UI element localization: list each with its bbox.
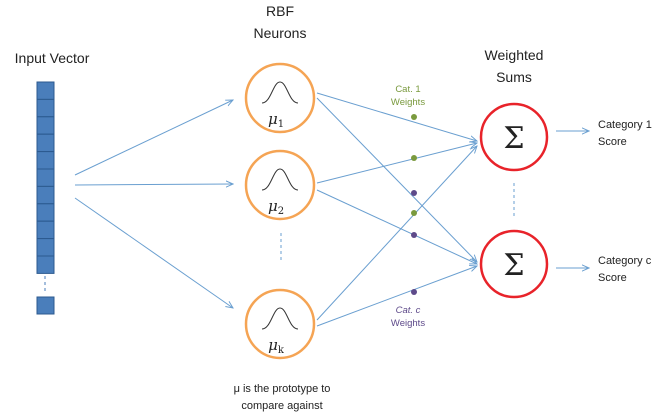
input-to-rbfk-arrow (74, 197, 233, 308)
sum-node-category-c: Σ (479, 229, 549, 299)
gaussian-icon (261, 307, 299, 330)
svg-text:μ2: μ2 (268, 197, 284, 217)
gaussian-icon (261, 81, 299, 104)
input-to-rbf2-arrow (74, 184, 233, 185)
weighted-sums-label-line2: Sums (496, 69, 532, 85)
sum-node-category-1: Σ (479, 102, 549, 172)
rbf-neuron-k: μk (244, 288, 316, 360)
catc-weights-label-line2: Weights (391, 318, 425, 329)
weighted-sums-label-line1: Weighted (485, 47, 544, 63)
input-vector-cell (36, 220, 55, 240)
cat1-weights-label-line1: Cat. 1 (395, 84, 420, 95)
input-vector-cell (36, 133, 55, 153)
rbf-neuron-2: μ2 (244, 149, 316, 221)
input-vector-cell (36, 238, 55, 257)
sigma-symbol: Σ (503, 248, 524, 283)
input-vector-label: Input Vector (15, 50, 90, 66)
input-vector-cell (36, 81, 55, 100)
input-to-rbf1-arrow (74, 100, 233, 176)
input-vector-cell (36, 116, 55, 135)
input-vector-cell (36, 255, 55, 274)
input-vector-cell (36, 168, 55, 187)
rbf-neurons-label-line2: Neurons (254, 25, 307, 41)
input-vector-cell (36, 98, 55, 118)
gaussian-icon (261, 168, 299, 191)
mu2-subscript: 2 (278, 206, 284, 217)
catc-weights-label-line1: Cat. c (396, 305, 421, 316)
category-c-score-line2: Score (598, 272, 627, 284)
muk-symbol: μ (268, 336, 278, 354)
category-c-score-line1: Category c (598, 255, 652, 267)
connections (316, 92, 477, 327)
mu1-subscript: 1 (278, 119, 284, 130)
svg-text:μ1: μ1 (268, 110, 284, 130)
mu2-symbol: μ (268, 197, 278, 215)
input-vector-cell (36, 185, 55, 205)
muk-subscript: k (278, 345, 285, 356)
category-1-score-line2: Score (598, 136, 627, 148)
svg-text:μk: μk (268, 336, 285, 356)
category-1-score-line1: Category 1 (598, 119, 652, 131)
cat1-weight-dots (411, 114, 417, 216)
input-vector-cell (36, 151, 55, 170)
mu1-symbol: μ (268, 110, 278, 128)
input-vector-cell (36, 203, 55, 222)
prototype-note-line1: μ is the prototype to (234, 383, 331, 395)
rbf-neurons-label-line1: RBF (266, 3, 294, 19)
input-vector (36, 81, 55, 274)
cat1-weights-label-line2: Weights (391, 97, 425, 108)
sigma-symbol: Σ (503, 121, 524, 156)
rbf-neuron-1: μ1 (244, 62, 316, 134)
prototype-note-line2: compare against (241, 400, 322, 412)
input-vector-last-cell (36, 296, 55, 315)
catc-weight-dots (411, 190, 417, 295)
